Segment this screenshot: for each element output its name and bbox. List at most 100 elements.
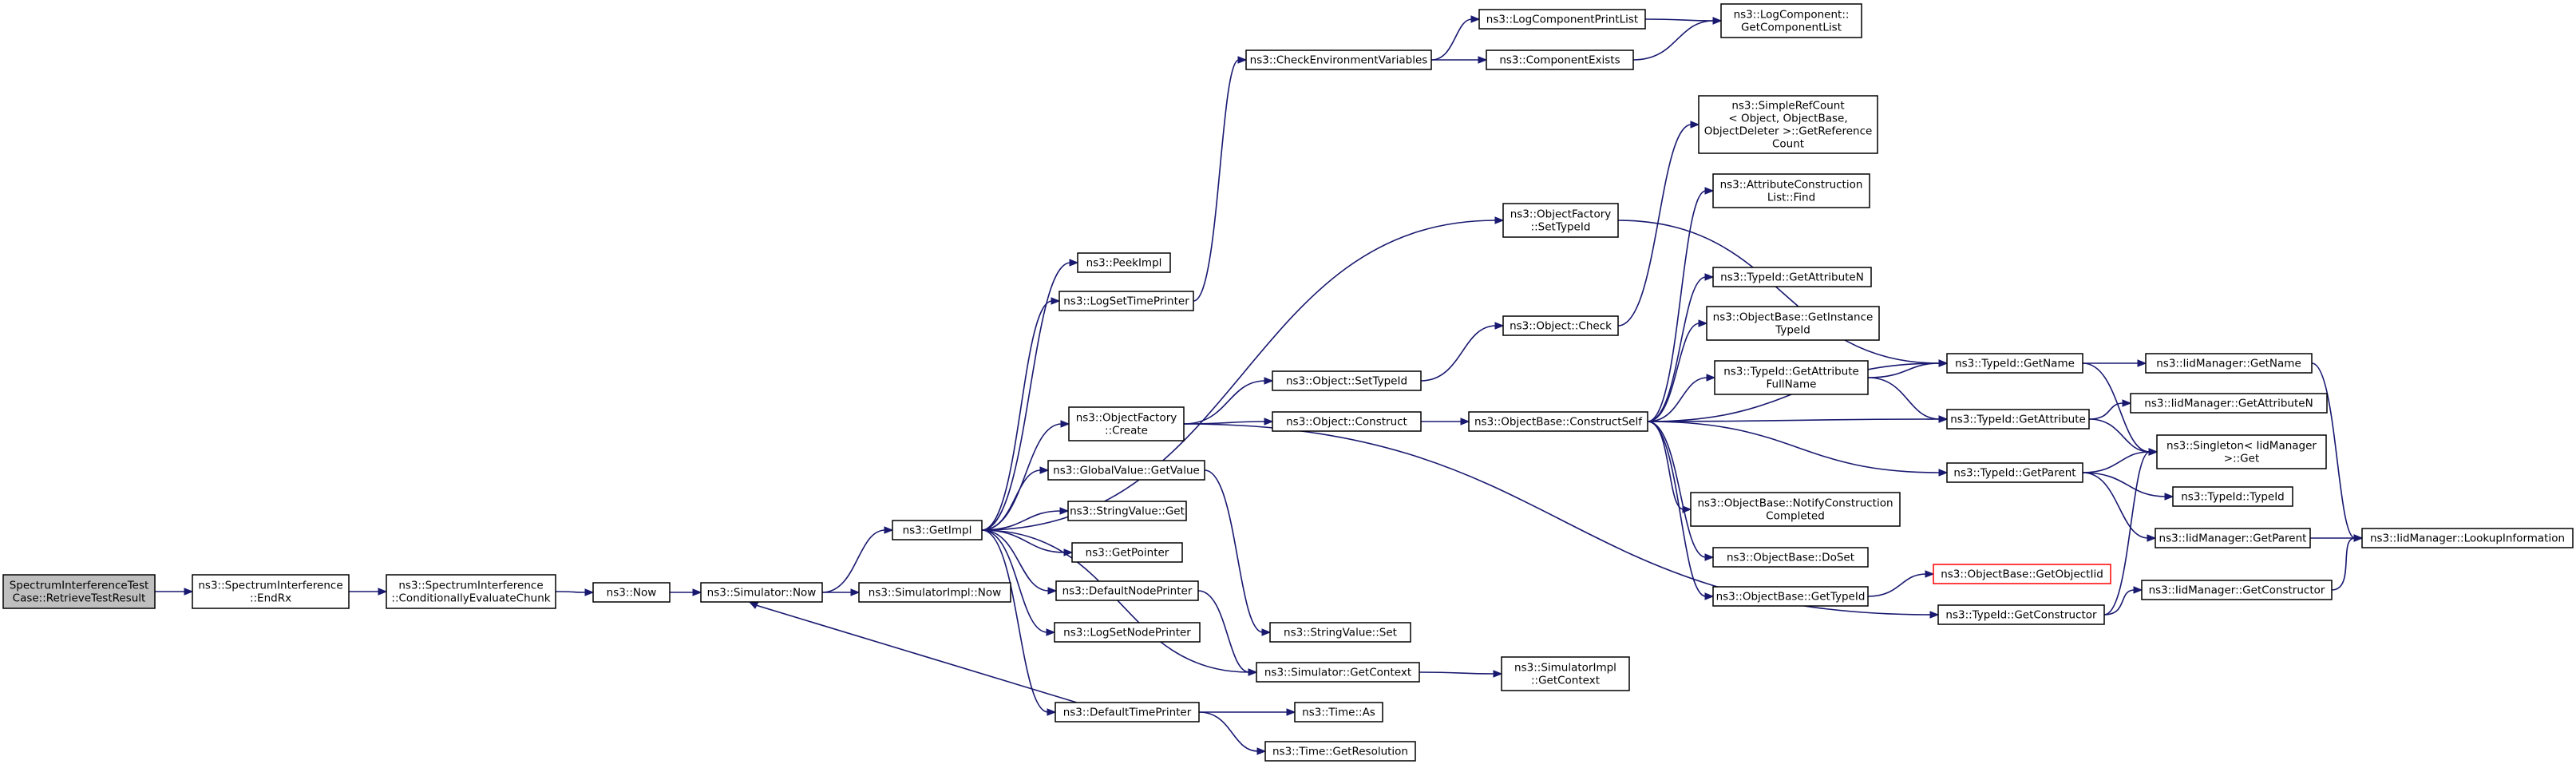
edge-getattrfull-to-tidgetattr (1867, 377, 1949, 423)
arrowhead-icon (1690, 121, 1700, 129)
node-box (592, 582, 671, 603)
edge-objsettypeid-to-objcheck (1420, 322, 1505, 382)
arrowhead-icon (184, 588, 194, 596)
edge-constructself-to-obgettypeid (1647, 421, 1715, 600)
node-label: ns3::LogSetNodePrinter (1063, 627, 1191, 639)
node-timeas[interactable]: ns3::Time::As (1294, 702, 1383, 722)
node-ofsettypeid[interactable]: ns3::ObjectFactory::SetTypeId (1502, 203, 1619, 238)
edge-checkenv-to-compexists (1431, 56, 1488, 64)
node-simnow[interactable]: ns3::Simulator::Now (700, 582, 823, 603)
node-label: ns3::Singleton< IidManager (2166, 440, 2317, 453)
node-iidgetctor[interactable]: ns3::IidManager::GetConstructor (2141, 580, 2333, 600)
node-now[interactable]: ns3::Now (592, 582, 671, 603)
edge-getimpl-to-gvgetvalue (981, 466, 1050, 531)
node-label: ns3::Object::SetTypeId (1286, 375, 1407, 388)
node-peekimpl[interactable]: ns3::PeekImpl (1077, 252, 1171, 273)
node-svget[interactable]: ns3::StringValue::Get (1067, 501, 1187, 521)
node-tidgetparent[interactable]: ns3::TypeId::GetParent (1946, 462, 2083, 483)
node-logcompprint[interactable]: ns3::LogComponentPrintList (1478, 9, 1646, 30)
node-getobjiid[interactable]: ns3::ObjectBase::GetObjectIid (1933, 564, 2111, 584)
node-box (1055, 702, 1200, 722)
node-box (386, 574, 556, 609)
node-logsettime[interactable]: ns3::LogSetTimePrinter (1058, 291, 1194, 311)
edge-constructself-to-getattrfull (1647, 374, 1716, 422)
node-getpointer[interactable]: ns3::GetPointer (1071, 542, 1183, 563)
node-ofcreate[interactable]: ns3::ObjectFactory::Create (1068, 406, 1185, 441)
edge-constructself-to-attrfind (1647, 187, 1715, 422)
node-objsettypeid[interactable]: ns3::Object::SetTypeId (1272, 370, 1422, 391)
edge-getimpl-to-deftimeprinter (981, 529, 1057, 716)
node-defnodeprinter[interactable]: ns3::DefaultNodePrinter (1055, 580, 1199, 601)
node-label: ns3::Object::Construct (1286, 416, 1407, 429)
edge-constructself-to-tidgetparent (1647, 421, 1949, 477)
node-simplerefcount[interactable]: ns3::SimpleRefCount< Object, ObjectBase,… (1698, 95, 1878, 154)
node-box (2172, 486, 2293, 507)
node-getimpl[interactable]: ns3::GetImpl (892, 520, 983, 540)
node-label: ns3::GetImpl (903, 525, 972, 537)
node-objcheck[interactable]: ns3::Object::Check (1502, 315, 1619, 336)
node-getcomplist[interactable]: ns3::LogComponent::GetComponentList (1720, 3, 1862, 38)
node-label: ns3::ObjectBase::NotifyConstruction (1697, 497, 1893, 510)
node-label: ::SetTypeId (1531, 221, 1591, 234)
node-lookupinfo[interactable]: ns3::IidManager::LookupInformation (2361, 528, 2574, 548)
node-label: ns3::IidManager::GetAttributeN (2144, 398, 2313, 410)
node-label: Count (1772, 138, 1804, 151)
edge-tidgetparent-to-singleton (2082, 448, 2159, 473)
node-label: ns3::GlobalValue::GetValue (1053, 465, 1200, 477)
node-singleton[interactable]: ns3::Singleton< IidManager >::Get (2156, 434, 2327, 469)
node-tidtypeid[interactable]: ns3::TypeId::TypeId (2172, 486, 2293, 507)
node-simimplnow[interactable]: ns3::SimulatorImpl::Now (858, 582, 1011, 603)
node-doset[interactable]: ns3::ObjectBase::DoSet (1712, 547, 1869, 568)
arrowhead-icon (1060, 420, 1070, 428)
node-iidgetparent[interactable]: ns3::IidManager::GetParent (2155, 528, 2311, 548)
node-tidgetname[interactable]: ns3::TypeId::GetName (1946, 353, 2083, 374)
node-compexists[interactable]: ns3::ComponentExists (1486, 49, 1634, 70)
node-simgetctx[interactable]: ns3::Simulator::GetContext (1256, 662, 1420, 683)
node-getattrn[interactable]: ns3::TypeId::GetAttributeN (1712, 267, 1872, 287)
node-deftimeprinter[interactable]: ns3::DefaultTimePrinter (1055, 702, 1200, 722)
node-checkenv[interactable]: ns3::CheckEnvironmentVariables (1245, 49, 1432, 70)
edge-ofcreate-to-objsettypeid (1183, 377, 1274, 425)
node-box (892, 520, 983, 540)
edge-line (981, 529, 1049, 713)
node-cond[interactable]: ns3::SpectrumInterference::Conditionally… (386, 574, 556, 609)
node-tidgetctor[interactable]: ns3::TypeId::GetConstructor (1937, 604, 2105, 625)
node-objconstruct[interactable]: ns3::Object::Construct (1272, 411, 1422, 432)
edge-tidgetname-to-iidgetname (2082, 359, 2147, 367)
node-timegetres[interactable]: ns3::Time::GetResolution (1264, 741, 1416, 762)
node-endrx[interactable]: ns3::SpectrumInterference::EndRx (192, 574, 350, 609)
arrowhead-icon (2164, 493, 2174, 501)
node-box (1067, 501, 1187, 521)
node-box (1937, 604, 2105, 625)
node-gvgetvalue[interactable]: ns3::GlobalValue::GetValue (1047, 460, 1205, 481)
edge-now-to-simnow (669, 588, 702, 596)
node-simimplgetctx[interactable]: ns3::SimulatorImpl::GetContext (1501, 656, 1630, 691)
node-label: ns3::ComponentExists (1499, 54, 1620, 67)
node-box (1077, 252, 1171, 273)
edge-line (1197, 590, 1250, 673)
edge-objcheck-to-simplerefcount (1617, 121, 1700, 327)
node-label: ns3::Simulator::Now (707, 587, 817, 600)
node-box (2130, 393, 2328, 414)
node-label: ns3::ObjectBase::GetObjectIid (1941, 568, 2103, 581)
arrowhead-icon (884, 526, 894, 534)
node-constructself[interactable]: ns3::ObjectBase::ConstructSelf (1468, 411, 1648, 432)
node-iidgetattrn[interactable]: ns3::IidManager::GetAttributeN (2130, 393, 2328, 414)
node-notifycons[interactable]: ns3::ObjectBase::NotifyConstructionCompl… (1690, 492, 1901, 527)
node-logsetnode[interactable]: ns3::LogSetNodePrinter (1054, 622, 1201, 643)
node-tidgetattr[interactable]: ns3::TypeId::GetAttribute (1946, 409, 2090, 430)
node-label: ns3::TypeId::GetAttributeN (1720, 271, 1864, 284)
edge-line (2082, 362, 2151, 453)
node-label: ns3::CheckEnvironmentVariables (1250, 54, 1428, 67)
node-svset[interactable]: ns3::StringValue::Set (1269, 622, 1411, 643)
edge-line (1647, 190, 1707, 422)
node-iidgetname[interactable]: ns3::IidManager::GetName (2145, 353, 2313, 374)
node-label: ns3::SimulatorImpl::Now (869, 587, 1001, 600)
node-obgettypeid[interactable]: ns3::ObjectBase::GetTypeId (1712, 586, 1869, 607)
edge-deftimeprinter-to-timeas (1198, 708, 1296, 716)
call-edges (155, 15, 2364, 755)
arrowhead-icon (2147, 534, 2157, 542)
